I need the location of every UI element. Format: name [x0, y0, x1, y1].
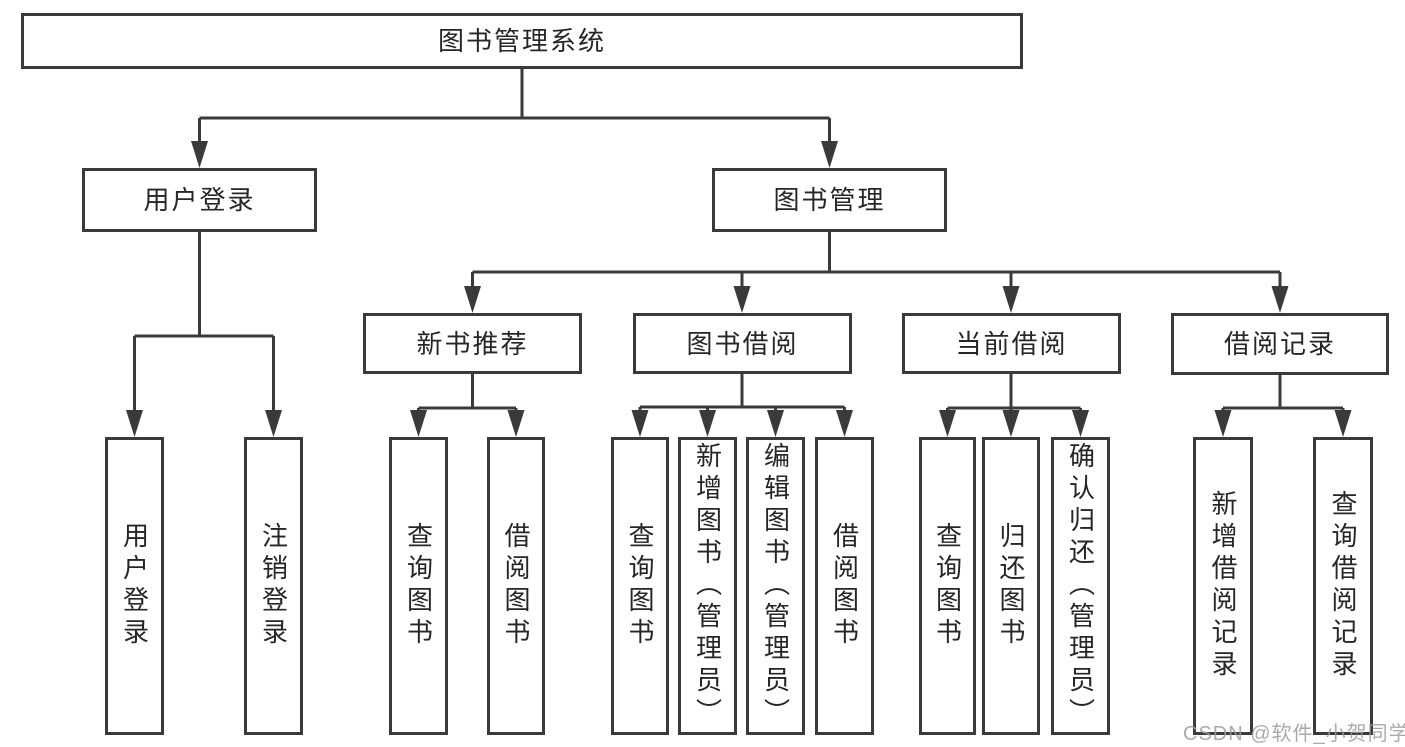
leaf-query-books-newrec: 查询图书 — [389, 437, 448, 735]
leaf-add-borrow-record: 新增借阅记录 — [1193, 437, 1253, 735]
node-label: 注销登录 — [258, 522, 289, 650]
leaf-query-books-borrow: 查询图书 — [611, 437, 669, 735]
node-label: 图书借阅 — [686, 328, 799, 359]
node-book-management: 图书管理 — [712, 168, 947, 232]
leaf-query-books-current: 查询图书 — [919, 437, 976, 735]
node-label: 查询借阅记录 — [1328, 490, 1358, 682]
node-label: 查询图书 — [403, 522, 434, 650]
connector-root-to-level2 — [191, 69, 838, 168]
leaf-logout: 注销登录 — [244, 437, 303, 735]
connector-book-borrow-children — [631, 374, 853, 437]
node-label: 确认归还（管理员） — [1065, 442, 1096, 730]
node-label: 用户登录 — [119, 522, 150, 650]
node-label: 查询图书 — [625, 522, 655, 650]
node-label: 查询图书 — [932, 522, 963, 650]
connector-new-book-rec-children — [410, 374, 525, 437]
leaf-query-borrow-record: 查询借阅记录 — [1313, 437, 1373, 735]
connector-user-login-children — [126, 232, 282, 437]
node-user-login: 用户登录 — [82, 168, 317, 232]
leaf-borrow-books: 借阅图书 — [815, 437, 874, 735]
node-label: 新增图书（管理员） — [692, 442, 723, 730]
csdn-watermark: CSDN @软件_小贺同学 — [1183, 723, 1405, 745]
node-new-book-recommendation: 新书推荐 — [363, 313, 582, 374]
leaf-user-login: 用户登录 — [105, 437, 164, 735]
node-label: 新书推荐 — [416, 328, 529, 359]
node-label: 图书管理系统 — [437, 26, 606, 56]
node-current-borrowing: 当前借阅 — [902, 313, 1121, 374]
connector-borrow-records-children — [1214, 374, 1352, 437]
node-book-borrowing: 图书借阅 — [633, 313, 852, 374]
node-library-management-system: 图书管理系统 — [21, 13, 1023, 69]
leaf-edit-books-admin: 编辑图书（管理员） — [746, 437, 805, 735]
node-label: 编辑图书（管理员） — [760, 442, 791, 730]
node-label: 用户登录 — [143, 185, 256, 215]
leaf-borrow-books-newrec: 借阅图书 — [487, 437, 545, 735]
connector-book-mgmt-children — [464, 232, 1289, 313]
node-label: 借阅图书 — [829, 522, 860, 650]
node-label: 图书管理 — [773, 185, 886, 215]
node-label: 新增借阅记录 — [1208, 490, 1238, 682]
leaf-confirm-return-admin: 确认归还（管理员） — [1051, 437, 1110, 735]
node-label: 归还图书 — [996, 522, 1026, 650]
node-label: 当前借阅 — [955, 328, 1068, 359]
node-label: 借阅记录 — [1223, 329, 1336, 359]
leaf-add-books-admin: 新增图书（管理员） — [678, 437, 737, 735]
leaf-return-books: 归还图书 — [982, 437, 1040, 735]
node-borrowing-records: 借阅记录 — [1171, 313, 1389, 375]
node-label: 借阅图书 — [501, 522, 531, 650]
connector-current-borrow-children — [939, 374, 1089, 437]
